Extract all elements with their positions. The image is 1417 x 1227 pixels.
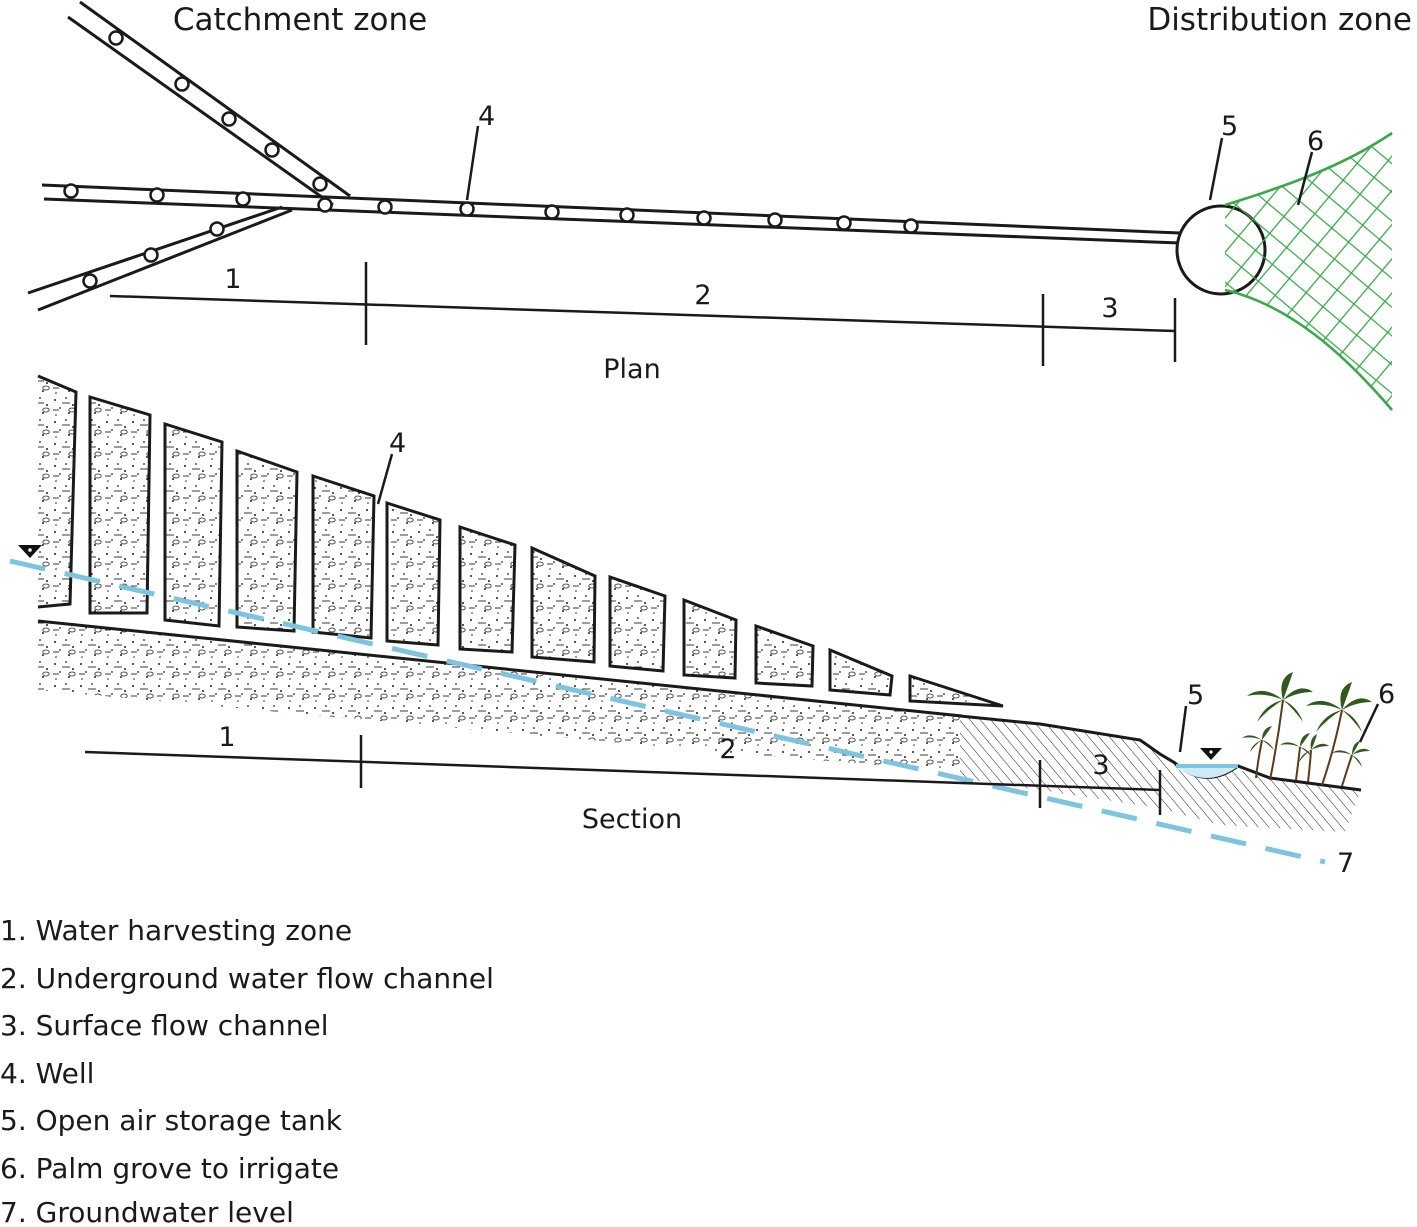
section-grove-callout: 6 [1378, 679, 1395, 710]
plan-grove-leader [1296, 151, 1314, 206]
catchment-zone-label: Catchment zone [173, 2, 427, 38]
section-segment-2-label: 2 [719, 734, 736, 765]
plan-segment-3-label: 3 [1101, 293, 1118, 324]
legend-item: 3. Surface flow channel [0, 1009, 329, 1042]
section-well-callout: 4 [389, 428, 406, 459]
legend-item: 7. Groundwater level [0, 1196, 294, 1227]
legend-item: 6. Palm grove to irrigate [0, 1152, 339, 1185]
section-zone-scale [84, 735, 1162, 815]
upper-tributary-channel [67, 0, 351, 207]
section-well-leader [376, 453, 394, 505]
plan-wells [63, 30, 919, 289]
section-soil-columns [88, 394, 1004, 708]
plan-well-leader [465, 125, 480, 201]
plan-grove-callout: 6 [1307, 126, 1324, 157]
plan-title: Plan [603, 354, 660, 385]
plan-well-callout: 4 [478, 101, 495, 132]
plan-segment-1-label: 1 [224, 264, 241, 295]
section-soil-left-edge [38, 376, 76, 607]
section-tank-callout: 5 [1187, 680, 1204, 711]
section-grove-leader [1358, 703, 1380, 743]
section-view: 4 5 [9, 374, 1395, 879]
legend: 1. Water harvesting zone 2. Underground … [0, 914, 494, 1227]
section-palm-grove [1242, 672, 1372, 787]
legend-item: 4. Well [0, 1057, 94, 1090]
main-channel [41, 183, 1181, 245]
lower-tributary-channel [27, 205, 293, 312]
legend-item: 5. Open air storage tank [0, 1104, 343, 1137]
section-segment-1-label: 1 [218, 722, 235, 753]
legend-item: 1. Water harvesting zone [0, 914, 352, 947]
plan-zone-scale [109, 262, 1177, 366]
legend-item: 2. Underground water flow channel [0, 962, 494, 995]
section-title: Section [582, 804, 682, 835]
groundwater-level-line [9, 558, 1326, 865]
plan-tank-callout: 5 [1221, 111, 1238, 142]
tank-water-level-icon [1200, 748, 1222, 760]
section-storage-tank [1176, 748, 1238, 778]
distribution-zone-label: Distribution zone [1147, 2, 1412, 38]
section-aquifer-band [38, 621, 960, 772]
section-tank-leader [1178, 705, 1188, 753]
plan-tank-leader [1208, 137, 1224, 201]
plan-segment-2-label: 2 [694, 280, 711, 311]
section-segment-3-label: 3 [1092, 750, 1109, 781]
plan-view: Catchment zone Distribution zone [27, 0, 1412, 411]
section-groundwater-callout: 7 [1337, 848, 1354, 879]
